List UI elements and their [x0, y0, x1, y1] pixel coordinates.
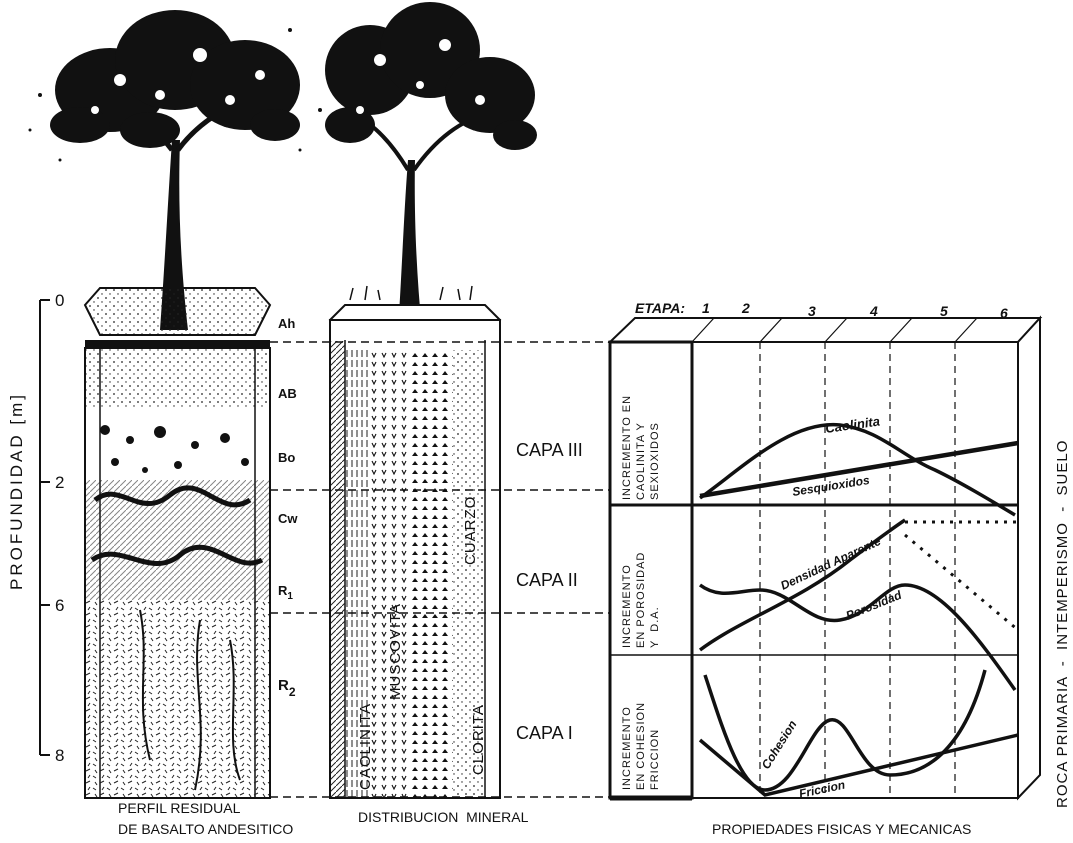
- stage-4: 4: [869, 303, 878, 319]
- horizon-bo: Bo: [278, 450, 295, 465]
- stage-label: ETAPA:: [635, 300, 685, 316]
- horizon-cw: Cw: [278, 511, 298, 526]
- stage-3: 3: [808, 303, 816, 319]
- stage-1: 1: [702, 300, 710, 316]
- horizon-r1: R1: [278, 583, 293, 602]
- depth-axis-title: PROFUNDIDAD [m]: [7, 392, 26, 590]
- row-label-iii-line3: SEXIOXIDOS: [649, 422, 661, 500]
- soil-profile-caption-1: PERFIL RESIDUAL: [118, 800, 241, 816]
- row-label-i-line2: EN COHESION: [635, 702, 647, 790]
- row-label-ii-line3: Y D.A.: [649, 606, 661, 648]
- mineral-cuarzo: CUARZO: [462, 496, 479, 565]
- stage-5: 5: [940, 303, 948, 319]
- soil-profile-caption-2: DE BASALTO ANDESITICO: [118, 821, 293, 837]
- tree-right-illustration: [325, 2, 537, 330]
- tree-left-illustration: [29, 10, 323, 330]
- row-label-i-line1: INCREMENTO: [621, 706, 633, 790]
- soil-profile-column: [85, 288, 270, 798]
- mineral-muscovita: MUSCOVITA: [387, 603, 404, 700]
- right-axis-title: ROCA PRIMARIA - INTEMPERISMO - SUELO: [1054, 440, 1071, 808]
- depth-tick-2: 2: [55, 473, 64, 492]
- horizon-ab: AB: [278, 386, 297, 401]
- row-label-i-line3: FRICCION: [649, 729, 661, 790]
- row-label-iii-line2: CAOLINITA Y: [635, 422, 647, 500]
- layer-label-capa-ii: CAPA II: [516, 570, 578, 590]
- mineral-caption: DISTRIBUCION MINERAL: [358, 809, 529, 825]
- horizon-r2: R2: [278, 677, 296, 699]
- layer-label-capa-i: CAPA I: [516, 723, 573, 743]
- stage-6: 6: [1000, 305, 1008, 321]
- row-label-iii-line1: INCREMENTO EN: [621, 395, 633, 500]
- row-label-ii-line1: INCREMENTO: [621, 564, 633, 648]
- mineral-caolinita: CAOLINITA: [357, 703, 374, 790]
- soil-horizon-labels: Ah AB Bo Cw R1 R2: [278, 316, 298, 699]
- row-label-ii-line2: EN POROSIDAD: [635, 552, 647, 648]
- depth-tick-6: 6: [55, 596, 64, 615]
- mineral-clorita: CLORITA: [470, 704, 487, 775]
- depth-tick-0: 0: [55, 291, 64, 310]
- layer-label-capa-iii: CAPA III: [516, 440, 583, 460]
- stage-2: 2: [741, 300, 750, 316]
- depth-axis: 0 2 6 8 PROFUNDIDAD [m]: [7, 291, 64, 765]
- horizon-ah: Ah: [278, 316, 295, 331]
- properties-caption: PROPIEDADES FISICAS Y MECANICAS: [712, 821, 971, 837]
- depth-tick-8: 8: [55, 746, 64, 765]
